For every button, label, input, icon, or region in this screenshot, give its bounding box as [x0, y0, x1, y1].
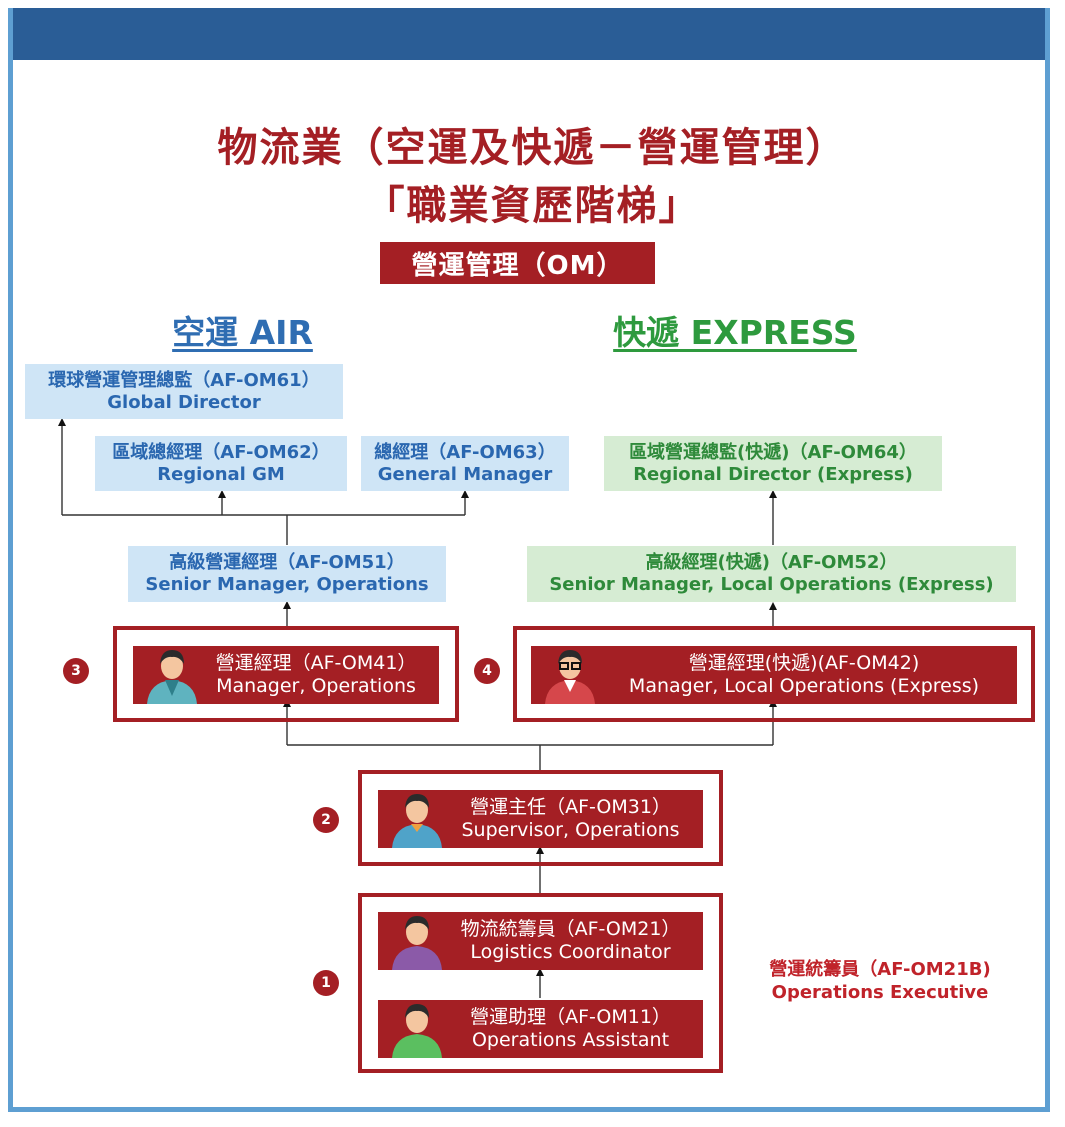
level-4-express-frame	[513, 626, 1035, 722]
node-general-manager: 總經理（AF-OM63） General Manager	[361, 436, 569, 491]
node-supervisor-operations-zh: 營運主任（AF-OM31）	[470, 796, 671, 819]
node-regional-gm-zh: 區域總經理（AF-OM62）	[112, 441, 330, 463]
node-supervisor-operations-en: Supervisor, Operations	[461, 819, 680, 841]
main-title-line1: 物流業（空運及快遞－營運管理）	[217, 125, 848, 171]
person-icon	[392, 916, 442, 970]
node-operations-assistant: 營運助理（AF-OM11） Operations Assistant	[378, 1000, 703, 1058]
air-track-title: 空運 AIR	[172, 313, 313, 352]
person-icon	[392, 794, 442, 848]
node-senior-manager-express-en: Senior Manager, Local Operations (Expres…	[549, 574, 994, 595]
node-senior-manager-express-zh: 高級經理(快遞)（AF-OM52）	[645, 552, 898, 574]
node-global-director-zh: 環球營運管理總監（AF-OM61）	[48, 369, 320, 391]
level-badge-1: 1	[313, 970, 339, 996]
node-manager-express-en: Manager, Local Operations (Express)	[628, 675, 980, 697]
node-regional-director-express-en: Regional Director (Express)	[633, 463, 913, 485]
node-general-manager-zh: 總經理（AF-OM63）	[374, 441, 556, 463]
node-regional-gm: 區域總經理（AF-OM62） Regional GM	[95, 436, 347, 491]
node-manager-express-zh: 營運經理(快遞)(AF-OM42)	[688, 652, 920, 675]
node-senior-manager-operations: 高級營運經理（AF-OM51） Senior Manager, Operatio…	[128, 546, 446, 602]
node-manager-operations: 營運經理（AF-OM41） Manager, Operations	[133, 646, 439, 704]
node-global-director-en: Global Director	[107, 391, 261, 413]
level-badge-4: 4	[474, 658, 500, 684]
node-regional-director-express-zh: 區域營運總監(快遞)（AF-OM64）	[629, 441, 917, 463]
express-track-title: 快遞 EXPRESS	[613, 313, 857, 352]
main-title-line2: 「職業資歷階梯」	[364, 183, 701, 229]
node-manager-operations-zh: 營運經理（AF-OM41）	[215, 652, 417, 675]
node-logistics-coordinator-en: Logistics Coordinator	[470, 941, 671, 963]
node-manager-express: 營運經理(快遞)(AF-OM42) Manager, Local Operati…	[531, 646, 1017, 704]
node-logistics-coordinator: 物流統籌員（AF-OM21） Logistics Coordinator	[378, 912, 703, 970]
node-senior-manager-express: 高級經理(快遞)（AF-OM52） Senior Manager, Local …	[527, 546, 1016, 602]
person-icon	[147, 650, 197, 704]
node-global-director: 環球營運管理總監（AF-OM61） Global Director	[25, 364, 343, 419]
operations-executive-zh: 營運統籌員（AF-OM21B)	[769, 959, 991, 980]
operations-executive-en: Operations Executive	[771, 982, 989, 1004]
node-general-manager-en: General Manager	[377, 463, 553, 485]
diagram-frame	[8, 8, 1050, 1112]
node-manager-operations-en: Manager, Operations	[216, 675, 416, 697]
level-badge-3: 3	[63, 658, 89, 684]
node-logistics-coordinator-zh: 物流統籌員（AF-OM21）	[460, 918, 681, 941]
node-operations-assistant-en: Operations Assistant	[471, 1029, 670, 1051]
level-4-air-frame	[113, 626, 459, 722]
level-badge-2: 2	[313, 807, 339, 833]
person-with-glasses-icon	[545, 650, 595, 704]
node-regional-director-express: 區域營運總監(快遞)（AF-OM64） Regional Director (E…	[604, 436, 942, 491]
person-icon	[392, 1004, 442, 1058]
level-3-frame	[358, 770, 723, 866]
om-badge: 營運管理（OM）	[380, 242, 655, 284]
header-band	[8, 8, 1050, 60]
node-regional-gm-en: Regional GM	[157, 463, 285, 485]
node-senior-manager-operations-en: Senior Manager, Operations	[145, 574, 429, 595]
level-1-frame	[358, 893, 723, 1073]
node-supervisor-operations: 營運主任（AF-OM31） Supervisor, Operations	[378, 790, 703, 848]
node-senior-manager-operations-zh: 高級營運經理（AF-OM51）	[169, 552, 405, 574]
operations-executive-label: 營運統籌員（AF-OM21B) Operations Executive	[730, 958, 1030, 1005]
node-operations-assistant-zh: 營運助理（AF-OM11）	[470, 1006, 671, 1029]
